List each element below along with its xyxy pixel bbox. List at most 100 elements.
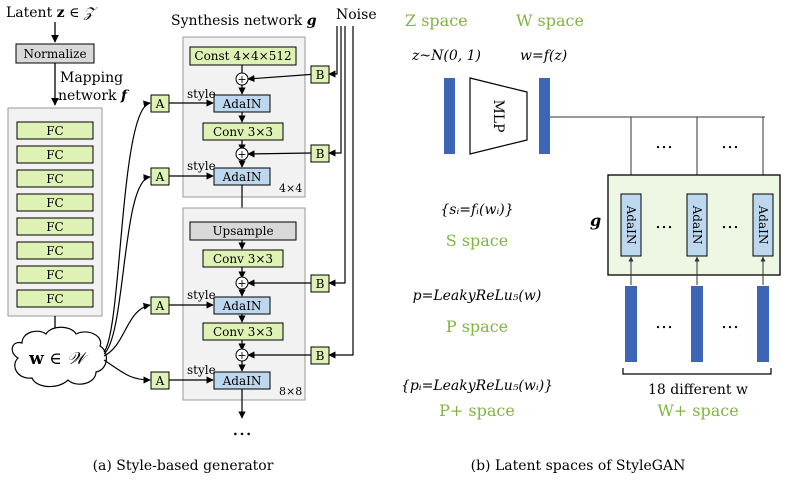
plus-label: + [237, 148, 246, 161]
b-label: B [316, 349, 325, 363]
a-label: A [155, 374, 165, 388]
resolution-label-8x8: 8×8 [279, 385, 302, 398]
plus-label: + [237, 73, 246, 86]
plus-label: + [237, 277, 246, 290]
mapping-label-1: Mapping [60, 70, 123, 86]
resolution-label-4x4: 4×4 [279, 182, 302, 195]
conv-box [202, 122, 284, 141]
latent-spaces-diagram: Z space W space z~N(0, 1) w=f(z) MLP … …… [401, 11, 781, 474]
adain-label: AdaIN [222, 299, 262, 313]
noise-lines [328, 26, 354, 359]
b-box [310, 346, 330, 365]
fc-layer-label: FC [46, 196, 64, 210]
g-label: g [590, 211, 601, 230]
latent-label: Latent z ∈ 𝒵 [6, 5, 98, 21]
conv-label: Conv 3×3 [213, 125, 273, 139]
fc-layer [16, 241, 94, 260]
style-label: style [187, 159, 216, 173]
wplus-space-label: W+ space [657, 401, 738, 420]
adain-block-label: AdaIN [690, 205, 704, 245]
dots-label: … [655, 212, 673, 233]
conv-box [202, 322, 284, 341]
p-formula: p=LeakyReLu₅(w) [413, 288, 542, 304]
wplus-vector [625, 286, 637, 362]
fc-layer-label: FC [46, 124, 64, 138]
mlp-trapezoid [469, 77, 528, 155]
pplus-space-label: P+ space [439, 401, 515, 420]
a-label: A [155, 299, 165, 313]
dots-label: … [655, 312, 673, 333]
noise-label: Noise [336, 7, 377, 23]
adain-block [620, 193, 642, 257]
z-vector [444, 78, 455, 154]
b-box [310, 274, 330, 293]
fc-stack: FC FC FC FC FC FC FC FC [16, 121, 94, 308]
wplus-vector [691, 286, 703, 362]
fc-layer-label: FC [46, 292, 64, 306]
adain-label: AdaIN [222, 170, 262, 184]
b-box [310, 65, 330, 84]
conv-label: Conv 3×3 [213, 325, 273, 339]
adain-block-label: AdaIN [756, 205, 770, 245]
style-based-generator-diagram: Latent z ∈ 𝒵 Normalize Mapping network f… [6, 5, 377, 474]
w-cloud [11, 326, 107, 388]
s-space-label: S space [446, 231, 508, 250]
style-label: style [187, 288, 216, 302]
wplus-vector [757, 286, 769, 362]
wplus-bracket [622, 368, 772, 375]
different-w-label: 18 different w [648, 382, 748, 398]
const-label: Const 4×4×512 [194, 49, 291, 63]
adain-label: AdaIN [222, 374, 262, 388]
p-space-label: P space [446, 317, 508, 336]
continuation-ellipsis: … [232, 416, 252, 440]
adain-block-label: AdaIN [624, 205, 638, 245]
b-label: B [316, 277, 325, 291]
fc-layer-label: FC [46, 268, 64, 282]
fc-layer [16, 169, 94, 188]
pplus-formula: {pᵢ=LeakyReLu₅(wᵢ)} [401, 378, 553, 394]
adain-block [752, 193, 774, 257]
mapping-label-2: network f [58, 88, 130, 104]
synthesis-network-title: Synthesis network g [171, 13, 317, 29]
wplus-arrows [628, 256, 766, 285]
fc-layer [16, 289, 94, 308]
w-space-label: W space [516, 11, 584, 30]
normalize-label: Normalize [23, 47, 86, 61]
b-label: B [316, 147, 325, 161]
dots-label: … [721, 132, 739, 153]
z-formula: z~N(0, 1) [411, 48, 481, 64]
const-box [189, 46, 297, 66]
fc-layer [16, 145, 94, 164]
adain-block [686, 193, 708, 257]
w-cloud-label: w ∈ 𝒲 [28, 349, 89, 369]
caption-a: (a) Style-based generator [93, 458, 274, 474]
dots-label: … [655, 132, 673, 153]
upsample-box [189, 221, 297, 241]
mlp-label: MLP [490, 99, 506, 132]
plus-label: + [237, 349, 246, 362]
b-label: B [316, 68, 325, 82]
fc-layer-label: FC [46, 220, 64, 234]
s-formula: {sᵢ=fᵢ(wᵢ)} [440, 202, 513, 218]
style-connectors [103, 100, 151, 384]
a-label: A [155, 97, 165, 111]
caption-b: (b) Latent spaces of StyleGAN [471, 458, 686, 474]
w-vector [539, 78, 550, 154]
fc-layer [16, 217, 94, 236]
conv-label: Conv 3×3 [213, 252, 273, 266]
style-label: style [187, 87, 216, 101]
upsample-label: Upsample [212, 224, 273, 238]
adain-label: AdaIN [222, 97, 262, 111]
z-space-label: Z space [405, 11, 468, 30]
fc-layer-label: FC [46, 244, 64, 258]
fc-layer-label: FC [46, 172, 64, 186]
a-label: A [155, 170, 165, 184]
conv-box [202, 249, 284, 268]
b-box [310, 144, 330, 163]
fc-layer-label: FC [46, 148, 64, 162]
dots-label: … [721, 312, 739, 333]
w-formula: w=f(z) [520, 48, 567, 64]
fc-layer [16, 121, 94, 140]
style-label: style [187, 363, 216, 377]
